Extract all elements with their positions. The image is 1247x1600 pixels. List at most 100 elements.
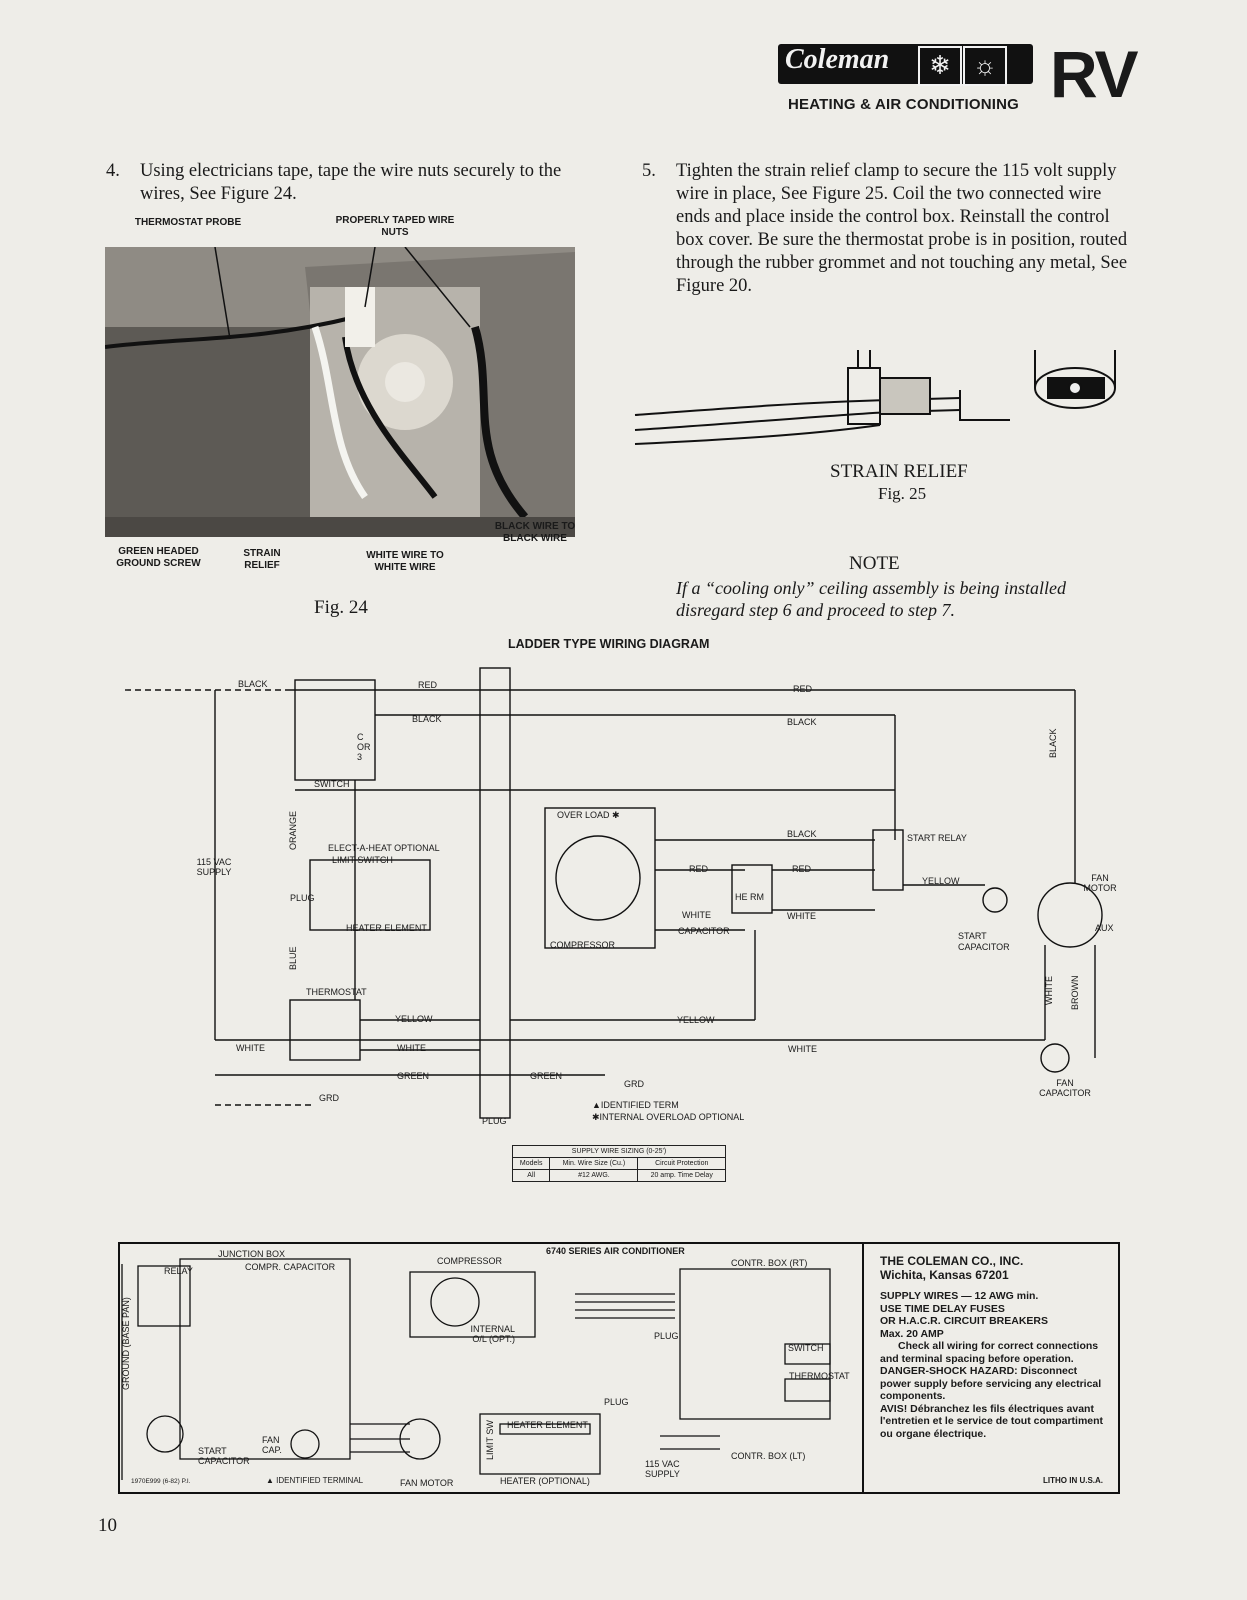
- ladder-label-grd: GRD: [624, 1079, 644, 1089]
- schem-label-switch: SWITCH: [788, 1343, 824, 1353]
- schem-label-internal-ol: INTERNAL O/L (OPT.): [470, 1324, 515, 1344]
- step-number: 4.: [106, 161, 120, 181]
- table-header: Min. Wire Size (Cu.): [549, 1157, 639, 1170]
- info-line: Max. 20 AMP: [880, 1327, 944, 1340]
- schem-label-plug: PLUG: [604, 1397, 629, 1407]
- ladder-label-white-vertical: WHITE: [1044, 976, 1054, 1005]
- ladder-label-start-relay: START RELAY: [907, 833, 967, 843]
- ladder-label-internal-overload: ✱INTERNAL OVERLOAD OPTIONAL: [592, 1112, 745, 1122]
- ladder-diagram-title: LADDER TYPE WIRING DIAGRAM: [508, 637, 710, 651]
- schematic-wiring-drawing: [121, 1258, 831, 1480]
- ladder-label-plug: PLUG: [290, 893, 315, 903]
- ladder-label-limit-switch: LIMIT SWITCH: [332, 855, 393, 865]
- ladder-label-white: WHITE: [787, 911, 816, 921]
- schem-label-plug: PLUG: [654, 1331, 679, 1341]
- label-green-ground-screw: GREEN HEADED GROUND SCREW: [116, 546, 201, 569]
- strain-relief-drawing: [634, 350, 1116, 445]
- info-city: Wichita, Kansas 67201: [880, 1268, 1009, 1282]
- snowflake-icon: ❄: [918, 46, 962, 86]
- ladder-label-green: GREEN: [530, 1071, 563, 1081]
- schem-label-relay: RELAY: [164, 1266, 193, 1276]
- ladder-label-c-or-3: C OR 3: [357, 732, 371, 762]
- info-check: Check all wiring for correct connections…: [880, 1340, 1099, 1365]
- step-4-text: Using electricians tape, tape the wire n…: [140, 161, 562, 204]
- ladder-label-supply: 115 VAC SUPPLY: [196, 857, 232, 877]
- ladder-label-black: BLACK: [787, 829, 817, 839]
- ladder-label-white: WHITE: [397, 1043, 426, 1053]
- info-box: THE COLEMAN CO., INC. Wichita, Kansas 67…: [880, 1254, 1108, 1440]
- ladder-label-start-capacitor: START CAPACITOR: [958, 931, 1010, 952]
- ladder-label-brown: BROWN: [1070, 975, 1080, 1011]
- note-title: NOTE: [849, 553, 900, 574]
- ladder-label-fan-motor: FAN MOTOR: [1083, 873, 1117, 893]
- ladder-wiring-diagram: [125, 667, 1103, 1119]
- wiring-photo: [105, 247, 575, 537]
- product-line: RV: [1050, 37, 1138, 111]
- info-line: SUPPLY WIRES — 12 AWG min.: [880, 1290, 1039, 1302]
- fig-25-title: STRAIN RELIEF: [830, 461, 968, 482]
- ladder-label-green: GREEN: [397, 1071, 430, 1081]
- ladder-label-yellow: YELLOW: [922, 876, 960, 886]
- schematic-title: 6740 SERIES AIR CONDITIONER: [546, 1246, 685, 1256]
- ladder-label-blue: BLUE: [288, 946, 298, 970]
- ladder-label-overload: OVER LOAD ✱: [557, 810, 620, 820]
- step-5-text: Tighten the strain relief clamp to secur…: [676, 161, 1128, 296]
- schem-part-number: 1970E999 (6-82) P.I.: [131, 1478, 191, 1485]
- schematic-panel: [118, 1242, 1120, 1494]
- label-black-wire: BLACK WIRE TO BLACK WIRE: [494, 521, 576, 544]
- table-row: All #12 AWG. 20 amp. Time Delay: [511, 1169, 726, 1182]
- ladder-label-capacitor: CAPACITOR: [678, 926, 730, 936]
- ladder-label-yellow: YELLOW: [677, 1015, 715, 1025]
- table-title: SUPPLY WIRE SIZING (0-25'): [512, 1145, 726, 1158]
- schem-label-start-capacitor: START CAPACITOR: [198, 1446, 250, 1466]
- label-white-wire: WHITE WIRE TO WHITE WIRE: [366, 550, 444, 573]
- ladder-label-fan-capacitor: FAN CAPACITOR: [1039, 1078, 1091, 1098]
- schem-label-fan-cap: FAN CAP.: [262, 1435, 282, 1455]
- ladder-label-switch: SWITCH: [314, 779, 350, 789]
- ladder-label-white: WHITE: [236, 1043, 265, 1053]
- schem-label-heater-element: HEATER ELEMENT: [507, 1420, 588, 1430]
- ladder-label-black: BLACK: [238, 679, 268, 689]
- table-cell: 20 amp. Time Delay: [637, 1169, 726, 1182]
- ladder-label-red: RED: [792, 864, 812, 874]
- label-strain-relief: STRAIN RELIEF: [243, 548, 281, 571]
- schem-label-limit-sw: LIMIT SW: [485, 1420, 495, 1460]
- info-danger: DANGER-SHOCK HAZARD: Disconnect power su…: [880, 1365, 1102, 1402]
- schem-label-fan-motor: FAN MOTOR: [400, 1478, 454, 1488]
- ladder-label-yellow: YELLOW: [395, 1014, 433, 1024]
- ladder-label-red: RED: [418, 680, 438, 690]
- schem-label-compressor: COMPRESSOR: [437, 1256, 503, 1266]
- ladder-label-identified-term: ▲IDENTIFIED TERM: [592, 1100, 679, 1110]
- ladder-label-herm: HE RM: [735, 892, 764, 902]
- schem-label-heater: HEATER (OPTIONAL): [500, 1476, 590, 1486]
- ladder-label-white: WHITE: [788, 1044, 817, 1054]
- fig-24-caption: Fig. 24: [314, 597, 368, 618]
- sun-icon: ☼: [963, 46, 1007, 86]
- schem-label-contr-lt: CONTR. BOX (LT): [731, 1451, 806, 1461]
- ladder-label-black-vertical: BLACK: [1048, 728, 1058, 758]
- info-line: OR H.A.C.R. CIRCUIT BREAKERS: [880, 1315, 1049, 1327]
- ladder-label-elect-a-heat: ELECT-A-HEAT OPTIONAL: [328, 843, 440, 853]
- note-text: If a “cooling only” ceiling assembly is …: [676, 578, 1066, 620]
- brand-logo-text: Coleman: [785, 44, 890, 75]
- ladder-label-plug: PLUG: [482, 1116, 507, 1126]
- ladder-label-aux: AUX: [1095, 923, 1114, 933]
- schem-label-junction-box: JUNCTION BOX: [218, 1249, 286, 1259]
- ladder-label-red: RED: [689, 864, 709, 874]
- schem-label-thermostat: THERMOSTAT: [789, 1371, 850, 1381]
- ladder-label-red: RED: [793, 684, 813, 694]
- ladder-label-orange: ORANGE: [288, 810, 298, 850]
- label-thermostat-probe: THERMOSTAT PROBE: [134, 217, 242, 228]
- info-company: THE COLEMAN CO., INC.: [880, 1254, 1024, 1268]
- schem-label-compr-capacitor: COMPR. CAPACITOR: [245, 1262, 336, 1272]
- schem-label-contr-rt: CONTR. BOX (RT): [731, 1258, 808, 1268]
- ladder-label-compressor: COMPRESSOR: [550, 940, 616, 950]
- table-header: Circuit Protection: [637, 1157, 726, 1170]
- table-cell: All: [511, 1169, 551, 1182]
- info-avis: AVIS! Débranchez les fils électriques av…: [880, 1402, 1104, 1440]
- ladder-label-black: BLACK: [412, 714, 442, 724]
- schematic-divider: [862, 1242, 864, 1492]
- ladder-label-white: WHITE: [682, 910, 711, 920]
- schem-label-supply: 115 VAC SUPPLY: [645, 1459, 680, 1479]
- ladder-label-grd: GRD: [319, 1093, 339, 1103]
